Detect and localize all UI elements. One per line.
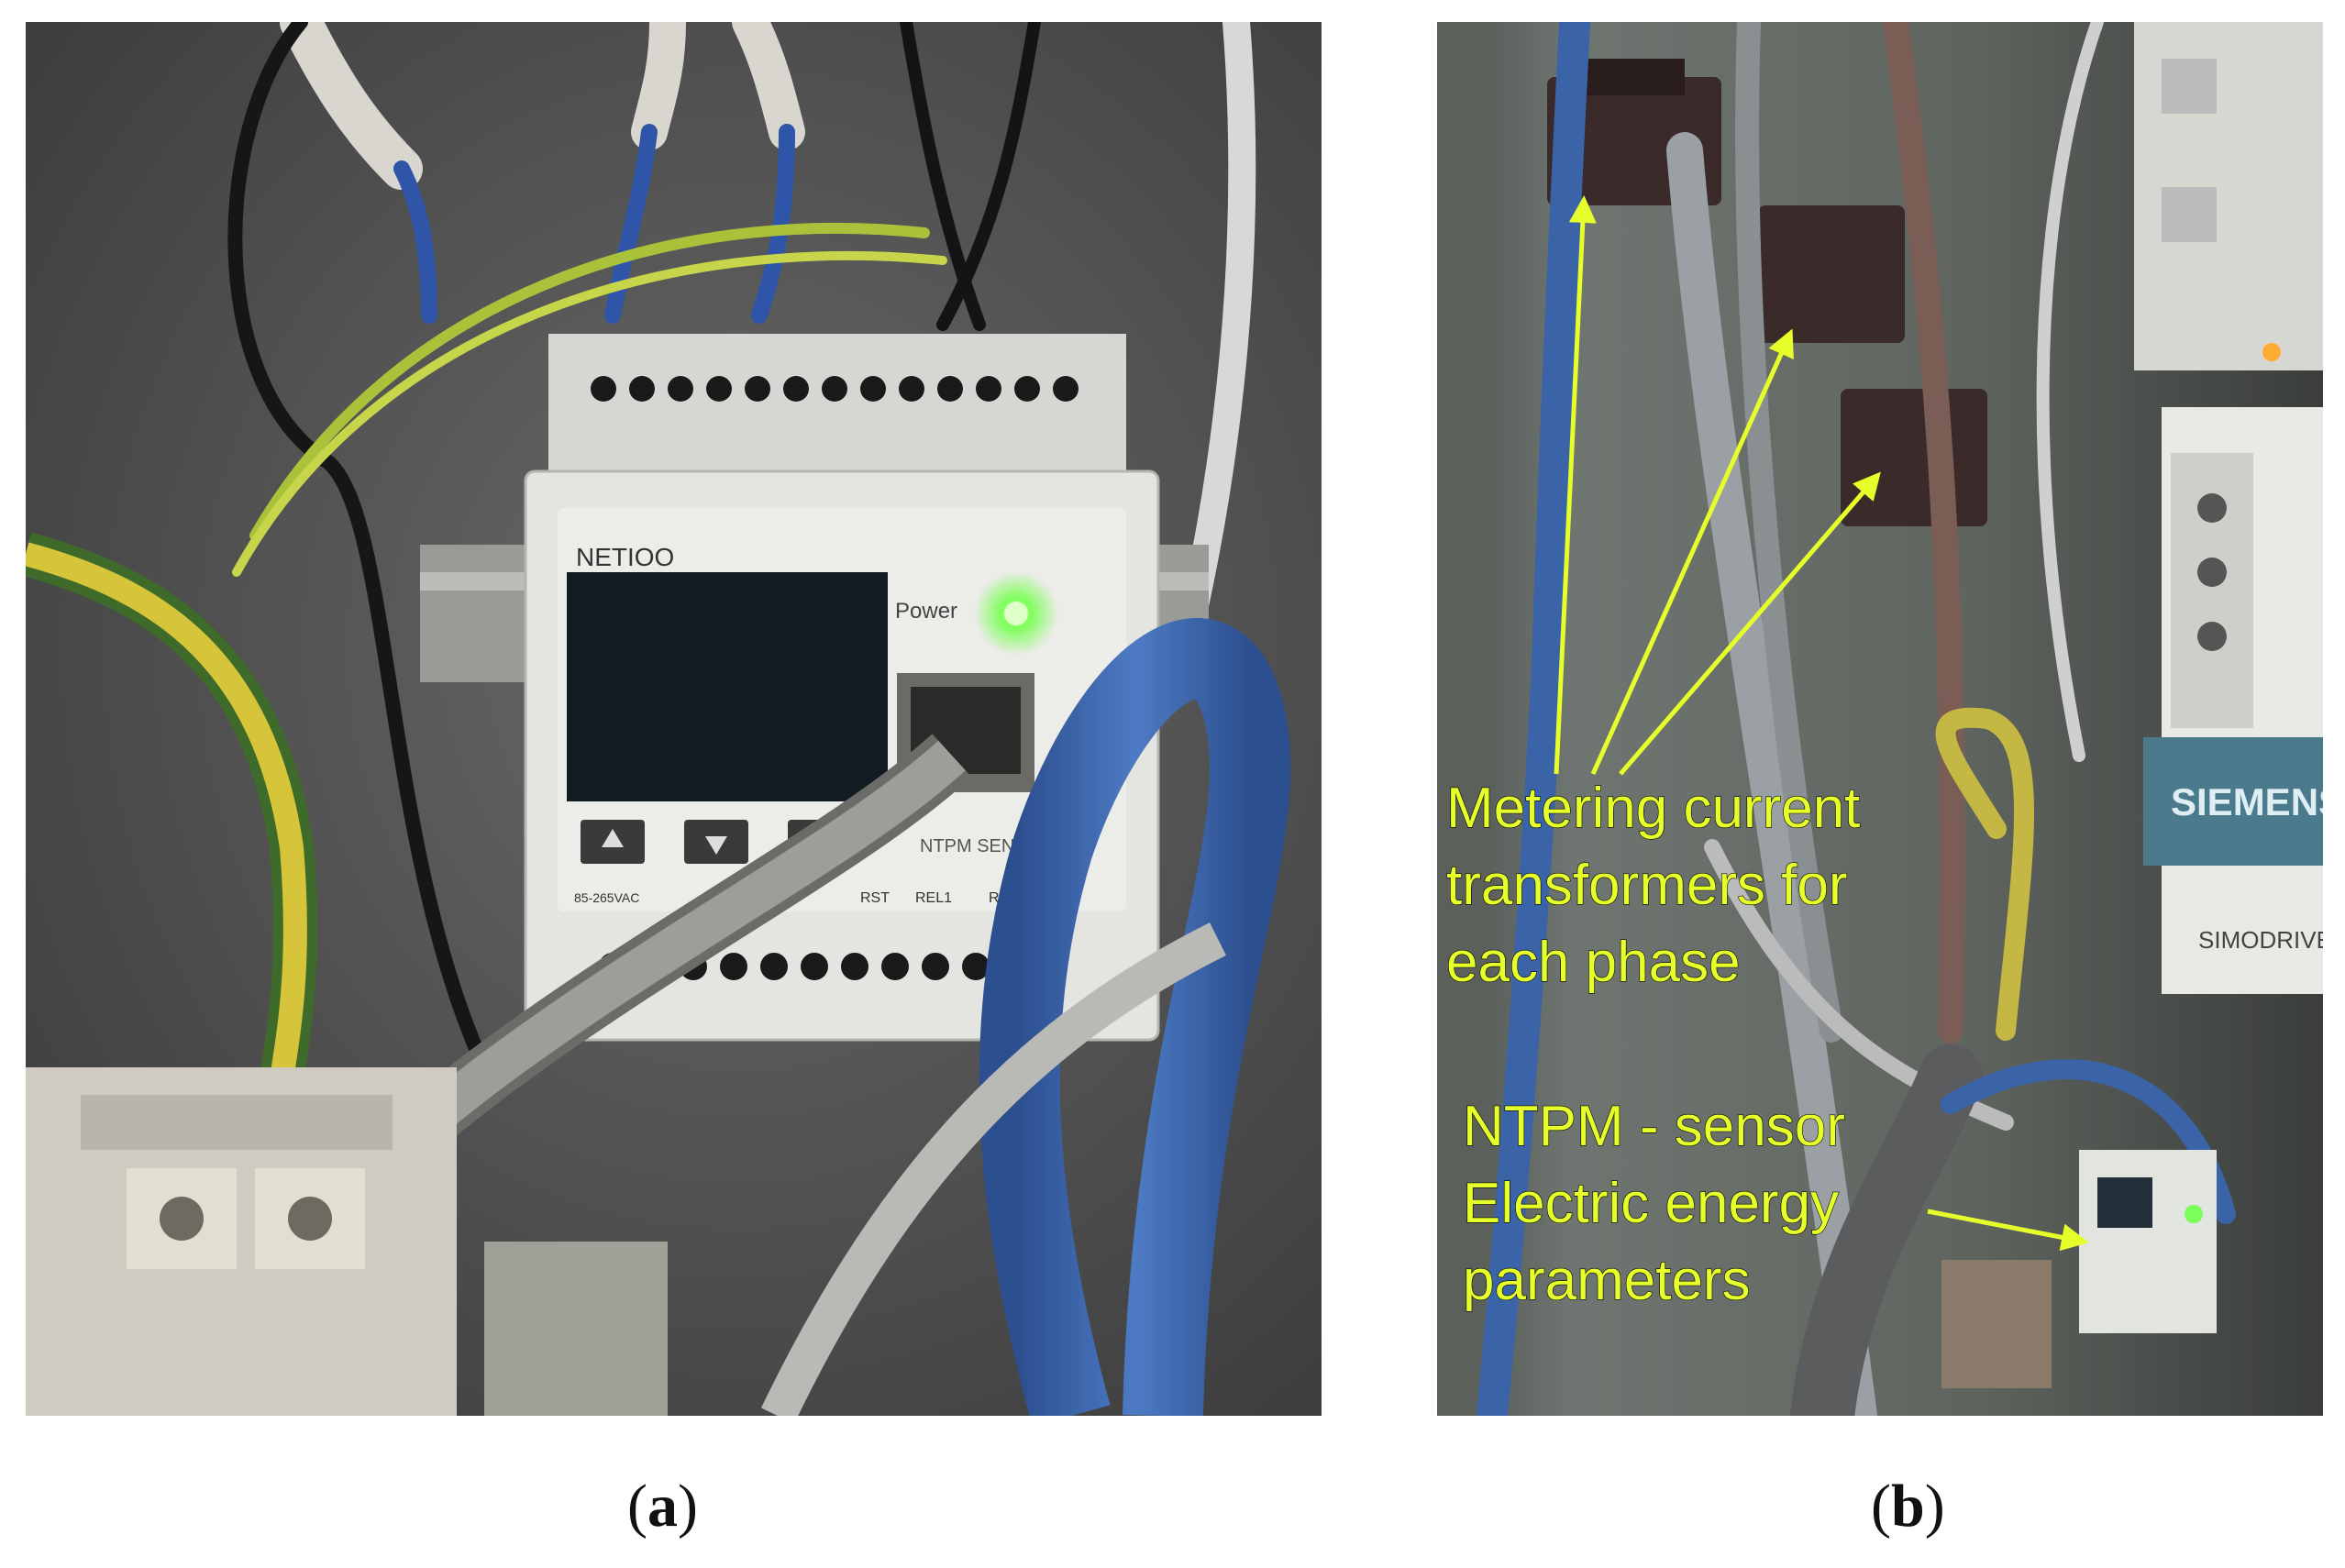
cabinet-door-edge [1437, 22, 1492, 1416]
photo-panel-a: NETIOO Power NTPM SENS 85-265VAC RST REL… [26, 22, 1322, 1416]
arrow-down-icon [705, 836, 727, 855]
caption-a-open: ( [627, 1473, 647, 1540]
terminal-blocks [26, 1067, 668, 1416]
caption-b-open: ( [1871, 1473, 1891, 1540]
caption-b-letter: b [1890, 1473, 1925, 1540]
caption-a-letter: a [647, 1473, 678, 1540]
caption-a: (a) [627, 1476, 698, 1537]
arrow-to-ct-3 [1619, 471, 1881, 776]
sensor-label-line-1: NTPM - sensor [1463, 1095, 1845, 1158]
terminal-label-rel1: REL1 [915, 890, 952, 906]
simodrive-label: SIMODRIVE [2198, 926, 2323, 954]
ct-phase-3 [1841, 389, 1987, 526]
power-label: Power [895, 599, 957, 624]
ct-annotation: Metering current transformers for each p… [1445, 776, 1861, 994]
arrow-to-ct-2 [1590, 328, 1794, 776]
terminal-label-r: R [989, 890, 1000, 906]
terminal-label-rst: RST [860, 890, 890, 906]
ct-label-line-2: transformers for [1446, 854, 1848, 917]
blue-cable [979, 618, 1291, 1416]
lower-grey-cable [760, 922, 1226, 1416]
sensor-label-line-3: parameters [1463, 1249, 1751, 1312]
arrow-to-sensor [1927, 1209, 2089, 1252]
lcd-display [567, 572, 888, 801]
sensor-annotation: NTPM - sensor Electric energy parameters [1462, 1094, 1845, 1312]
device-brand: NETIOO [576, 543, 674, 571]
arrow-up-icon [602, 829, 624, 847]
ct-phase-2 [1758, 205, 1905, 343]
ct-label-line-3: each phase [1446, 931, 1741, 994]
model-label: NTPM SENS [920, 836, 1027, 856]
top-terminal-row [591, 376, 1078, 402]
cable-bundle [1477, 22, 2236, 1416]
arrow-to-ct-1 [1554, 195, 1597, 775]
caption-b-close: ) [1924, 1473, 1945, 1540]
ntpm-sensor-in-cabinet [1941, 1150, 2217, 1388]
annotation-arrows [1554, 195, 2089, 1252]
caption-b: (b) [1871, 1476, 1945, 1537]
terminal-label-supply: 85-265VAC [574, 890, 639, 905]
caption-a-close: ) [677, 1473, 698, 1540]
sensor-label-line-2: Electric energy [1463, 1172, 1839, 1235]
ct-label-line-1: Metering current [1446, 777, 1860, 840]
photo-a-drawing: NETIOO Power NTPM SENS 85-265VAC RST REL… [26, 22, 1322, 1416]
